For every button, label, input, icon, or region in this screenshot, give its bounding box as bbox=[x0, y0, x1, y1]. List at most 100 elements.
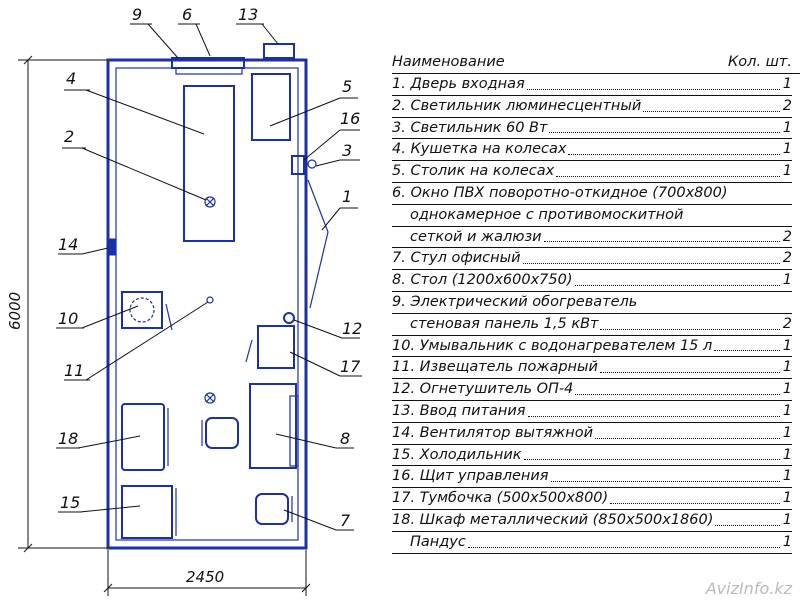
spec-row: 17. Тумбочка (500х500х800)1 bbox=[392, 488, 792, 510]
spec-item-qty: 1 bbox=[782, 381, 792, 398]
spec-row: 5. Столик на колесах 1 bbox=[392, 161, 792, 183]
leader-lines bbox=[56, 23, 362, 531]
lamp-60w-icon bbox=[307, 159, 317, 169]
callout-3: 3 bbox=[342, 141, 352, 160]
height-dimension: 6000 bbox=[6, 55, 108, 553]
callout-9: 9 bbox=[132, 5, 142, 24]
leader-dots bbox=[599, 372, 780, 374]
spec-row: 8. Стол (1200х600х750) 1 bbox=[392, 270, 792, 292]
spec-item-name: 2. Светильник люминесцентный bbox=[392, 97, 642, 114]
spec-item-name: 13. Ввод питания bbox=[392, 402, 526, 419]
spec-item-qty: 1 bbox=[782, 119, 792, 136]
leader-dots bbox=[595, 437, 780, 439]
spec-item-qty: 1 bbox=[782, 163, 792, 180]
leader-dots bbox=[610, 502, 780, 504]
entrance-door bbox=[305, 176, 329, 312]
spec-item-name: Пандус bbox=[410, 533, 466, 550]
callout-12: 12 bbox=[342, 319, 362, 338]
callout-2: 2 bbox=[64, 127, 74, 146]
callout-10: 10 bbox=[58, 309, 78, 328]
spec-header: Наименование Кол. шт. bbox=[392, 52, 800, 74]
callout-5: 5 bbox=[342, 77, 352, 96]
nightstand bbox=[257, 325, 295, 369]
office-chair bbox=[201, 417, 239, 449]
spec-item-name: 4. Кушетка на колесах bbox=[392, 141, 567, 158]
leader-dots bbox=[467, 546, 780, 548]
watermark: AvizInfo.kz bbox=[705, 579, 792, 598]
office-table bbox=[249, 383, 297, 469]
spec-row: 12. Огнетушитель ОП-4 1 bbox=[392, 379, 792, 401]
leader-dots bbox=[543, 241, 780, 243]
callout-13: 13 bbox=[238, 5, 258, 24]
leader-dots bbox=[714, 350, 780, 352]
spec-item-name: однокамерное с противомоскитной bbox=[410, 206, 684, 223]
spec-row: 4. Кушетка на колесах 1 bbox=[392, 139, 792, 162]
callout-7: 7 bbox=[340, 511, 351, 530]
spec-row: однокамерное с противомоскитной bbox=[392, 205, 792, 227]
spec-row: 7. Стул офисный 2 bbox=[392, 248, 792, 271]
spec-item-qty: 1 bbox=[782, 76, 792, 92]
width-dimension: 2450 bbox=[103, 550, 311, 596]
spec-item-qty: 1 bbox=[782, 468, 792, 485]
spec-item-qty: 1 bbox=[782, 533, 792, 550]
spec-item-name: 5. Столик на колесах bbox=[392, 163, 555, 180]
spec-item-qty: 2 bbox=[782, 250, 792, 267]
smoke-detector-icon bbox=[206, 296, 214, 304]
washbasin bbox=[121, 291, 173, 331]
spec-item-qty: 1 bbox=[782, 424, 792, 441]
spec-item-name: 7. Стул офисный bbox=[392, 250, 521, 267]
spec-item-name: 10. Умывальник с водонагревателем 15 л bbox=[392, 337, 713, 354]
spec-item-name: 8. Стол (1200х600х750) bbox=[392, 272, 573, 289]
spec-item-name: 9. Электрический обогреватель bbox=[392, 293, 638, 310]
callout-1: 1 bbox=[342, 187, 352, 206]
refrigerator bbox=[121, 485, 177, 539]
callout-15: 15 bbox=[60, 493, 80, 512]
spec-item-name: сеткой и жалюзи bbox=[410, 228, 542, 245]
leader-dots bbox=[549, 132, 780, 134]
spec-item-qty: 1 bbox=[782, 402, 792, 419]
callout-11: 11 bbox=[64, 361, 84, 380]
leader-dots bbox=[574, 284, 780, 286]
spec-item-qty: 1 bbox=[782, 337, 792, 354]
spec-item-qty: 2 bbox=[782, 228, 792, 245]
spec-item-name: 11. Извещатель пожарный bbox=[392, 359, 598, 376]
fire-extinguisher-icon bbox=[283, 312, 295, 324]
heater-panel bbox=[175, 67, 243, 75]
leader-dots bbox=[568, 154, 780, 156]
leader-dots bbox=[527, 415, 780, 417]
leader-dots bbox=[522, 263, 780, 265]
leader-dots bbox=[523, 459, 780, 461]
lamp-icon-2 bbox=[204, 392, 216, 404]
exhaust-fan bbox=[106, 238, 116, 256]
spec-row: 14. Вентилятор вытяжной 1 bbox=[392, 423, 792, 445]
spec-item-name: 18. Шкаф металлический (850х500х1860) bbox=[392, 511, 714, 528]
metal-cabinet bbox=[121, 403, 169, 471]
leader-dots bbox=[526, 88, 780, 90]
callout-17: 17 bbox=[340, 357, 361, 376]
spec-item-qty: 1 bbox=[782, 141, 792, 158]
office-chair-2 bbox=[255, 493, 293, 525]
power-input bbox=[263, 43, 295, 59]
spec-item-qty: 1 bbox=[782, 272, 792, 289]
spec-row: Пандус 1 bbox=[392, 532, 792, 554]
spec-item-name: 12. Огнетушитель ОП-4 bbox=[392, 381, 574, 398]
callout-14: 14 bbox=[58, 235, 78, 254]
callout-4: 4 bbox=[66, 69, 76, 88]
leader-dots bbox=[575, 393, 780, 395]
lamp-icon bbox=[204, 196, 216, 208]
spec-item-name: 1. Дверь входная bbox=[392, 76, 525, 92]
leader-dots bbox=[643, 110, 780, 112]
spec-item-name: 15. Холодильник bbox=[392, 446, 522, 463]
callout-6: 6 bbox=[182, 5, 192, 24]
leader-dots bbox=[715, 524, 780, 526]
spec-item-name: 14. Вентилятор вытяжной bbox=[392, 424, 594, 441]
spec-row: 18. Шкаф металлический (850х500х1860)1 bbox=[392, 510, 792, 532]
